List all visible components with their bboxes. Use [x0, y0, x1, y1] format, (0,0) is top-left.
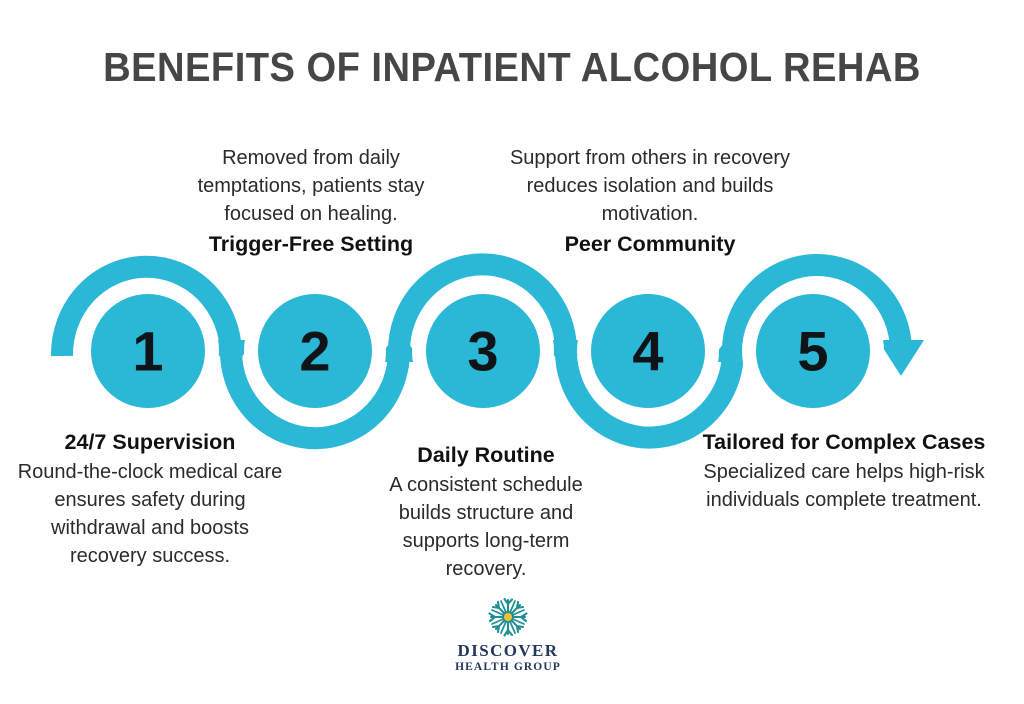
step-heading-4: Peer Community — [564, 232, 736, 256]
arrowhead-down-3 — [543, 340, 589, 372]
wave-arc-over-5 — [721, 253, 912, 353]
step-body-5: Specialized care helps high-risk individ… — [703, 461, 985, 511]
logo-primary-text: DISCOVER — [457, 641, 559, 660]
step-number-1: 1 — [132, 320, 163, 383]
step-number-2: 2 — [299, 320, 330, 383]
step-circle-bg-4 — [591, 294, 705, 408]
step-circle-2[interactable]: 2 — [258, 294, 372, 408]
halo-2 — [244, 280, 386, 422]
wave-arc-under-2 — [220, 349, 411, 450]
wave-arrowheads — [208, 330, 924, 376]
step-circle-5[interactable]: 5 — [756, 294, 870, 408]
step-circle-bg-3 — [426, 294, 540, 408]
step-circles: 1 2 3 4 5 — [91, 294, 870, 408]
step-circle-bg-5 — [756, 294, 870, 408]
step-text-5: Tailored for Complex Cases Specialized c… — [676, 428, 1012, 514]
step-body-3: A consistent schedule builds structure a… — [389, 474, 583, 580]
halo-3 — [412, 280, 554, 422]
brand-logo: DISCOVER HEALTH GROUP — [444, 592, 572, 680]
step-heading-2: Trigger-Free Setting — [208, 232, 414, 256]
step-heading-3: Daily Routine — [417, 443, 555, 467]
neuron-core-dot — [504, 613, 512, 621]
step-number-5: 5 — [797, 320, 828, 383]
halo-1 — [77, 280, 219, 422]
wave-ribbon — [50, 253, 912, 450]
wave-arc-over-1 — [50, 255, 242, 357]
page-title: BENEFITS OF INPATIENT ALCOHOL REHAB — [103, 44, 921, 90]
step-circle-1[interactable]: 1 — [91, 294, 205, 408]
step-body-1: Round-the-clock medical care ensures saf… — [17, 461, 283, 567]
arrowhead-up-4 — [710, 330, 756, 362]
step-text-2: Removed from daily temptations, patients… — [168, 144, 454, 258]
step-circle-bg-2 — [258, 294, 372, 408]
wave-arc-under-4 — [555, 349, 745, 449]
step-circle-4[interactable]: 4 — [591, 294, 705, 408]
step-number-4: 4 — [632, 320, 663, 383]
step-circle-3[interactable]: 3 — [426, 294, 540, 408]
neuron-starburst-icon — [488, 597, 528, 637]
wave-arc-over-3 — [387, 253, 577, 353]
step-circle-bg-1 — [91, 294, 205, 408]
step-body-2: Removed from daily temptations, patients… — [197, 147, 425, 225]
step-heading-5: Tailored for Complex Cases — [702, 430, 986, 454]
step-heading-1: 24/7 Supervision — [64, 430, 236, 454]
step-text-3: Daily Routine A consistent schedule buil… — [366, 441, 606, 583]
arrowhead-down-1 — [208, 340, 254, 372]
step-body-4: Support from others in recovery reduces … — [509, 147, 791, 225]
step-text-4: Support from others in recovery reduces … — [508, 144, 792, 258]
halo-4 — [577, 280, 719, 422]
arrowhead-down-5 — [878, 340, 924, 376]
logo-secondary-text: HEALTH GROUP — [455, 660, 561, 673]
halo-5 — [742, 280, 884, 422]
circle-halos — [77, 280, 884, 422]
step-number-3: 3 — [467, 320, 498, 383]
step-text-1: 24/7 Supervision Round-the-clock medical… — [14, 428, 286, 570]
arrowhead-up-2 — [376, 330, 422, 362]
